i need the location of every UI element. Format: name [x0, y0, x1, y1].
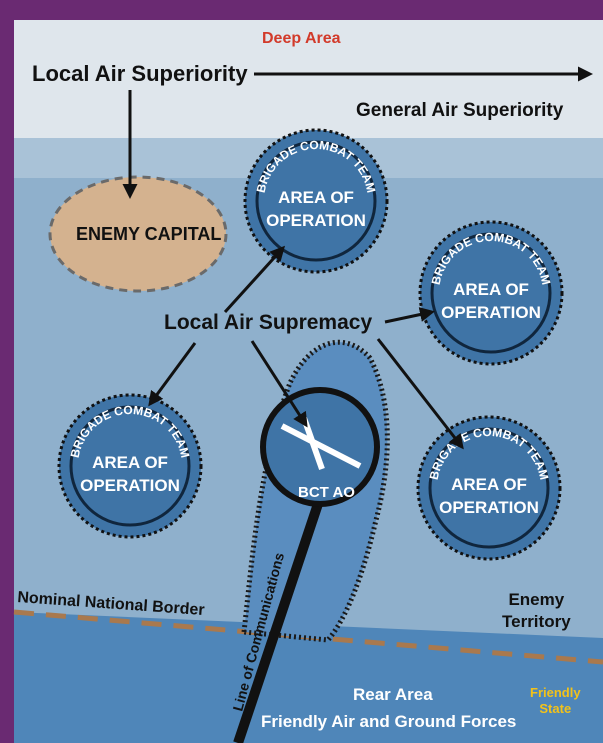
rear-area-label: Rear Area — [353, 685, 433, 704]
deep-area-label: Deep Area — [262, 30, 341, 47]
bct-area-line2: OPERATION — [441, 303, 541, 322]
bct-ao-circle — [260, 387, 380, 507]
bct-area-line1: AREA OF — [278, 188, 354, 207]
arrow-to-bct-left — [148, 342, 197, 407]
arrow-to-bct-top — [223, 245, 286, 314]
local-air-supremacy-label: Local Air Supremacy — [164, 311, 373, 334]
arrow-to-bct-ao — [250, 340, 308, 428]
bct-ao-marker-icon — [280, 423, 362, 469]
bct-area-line2: OPERATION — [266, 211, 366, 230]
bct-ao-label: BCT AO — [298, 484, 355, 501]
friendly-state-label: Friendly State — [530, 685, 581, 716]
deep-area-band — [14, 20, 603, 138]
general-air-superiority-label: General Air Superiority — [356, 100, 564, 121]
bct-area-line1: AREA OF — [453, 280, 529, 299]
local-air-superiority-label: Local Air Superiority — [32, 61, 248, 86]
bct-area-line2: OPERATION — [80, 476, 180, 495]
bct-area-line2: OPERATION — [439, 498, 539, 517]
arrow-to-bct-right — [384, 307, 435, 324]
enemy-capital-ellipse — [48, 175, 228, 293]
enemy-capital-label: ENEMY CAPITAL — [76, 224, 222, 244]
rear-area-zone — [14, 612, 603, 743]
loc-path — [233, 484, 329, 743]
bct-area-line1: AREA OF — [92, 453, 168, 472]
arrow-to-bct-lower-right — [376, 338, 464, 450]
enemy-territory-label: Enemy Territory — [502, 590, 571, 632]
diagram-arrows — [122, 66, 593, 450]
rear-forces-label: Friendly Air and Ground Forces — [261, 712, 517, 731]
bct-area-line1: AREA OF — [451, 475, 527, 494]
